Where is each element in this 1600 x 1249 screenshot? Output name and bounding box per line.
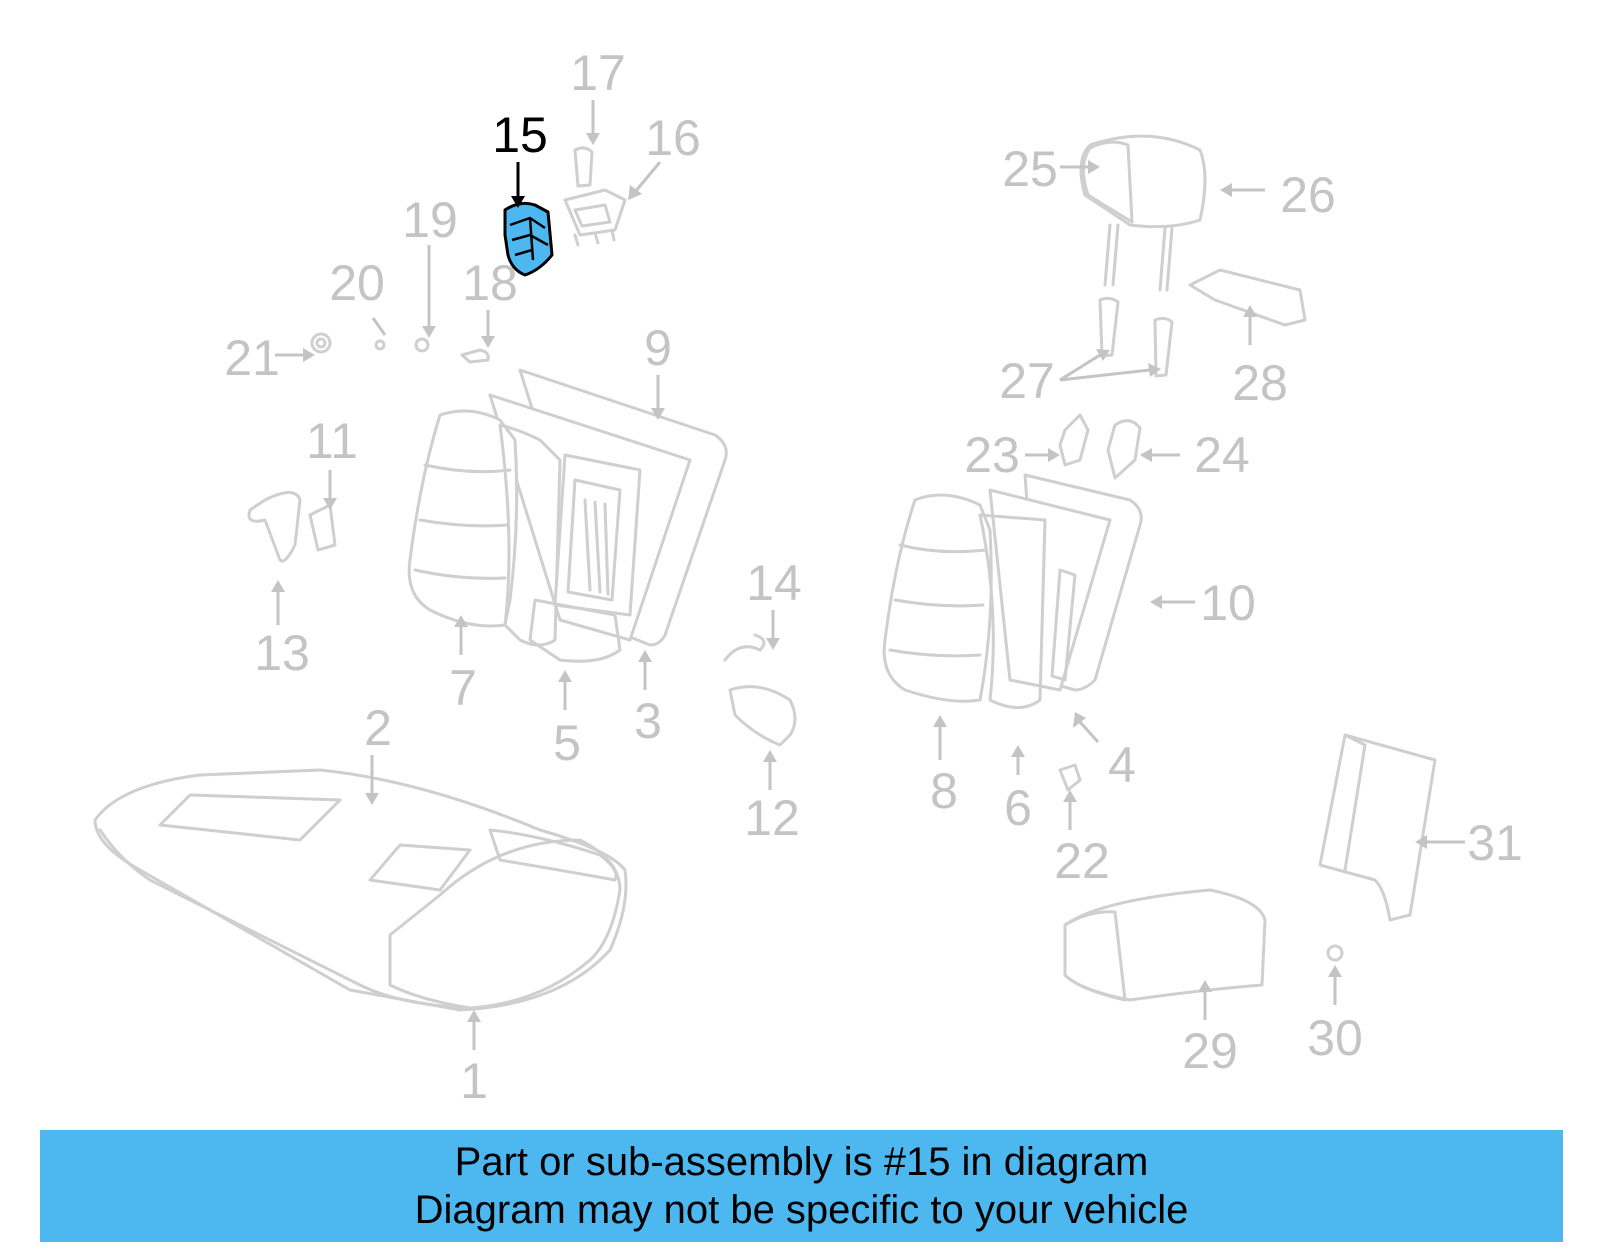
callout-25: 25	[1002, 141, 1058, 197]
callout-14: 14	[746, 555, 802, 611]
callout-7: 7	[449, 660, 477, 716]
callout-13: 13	[254, 625, 310, 681]
callout-29: 29	[1182, 1023, 1238, 1079]
callout-labels: 1 2 3 4 5 6 7 8 9 10 11 12 13 14 15 16 1…	[224, 45, 1523, 1109]
fasteners-18-21-illustration	[310, 332, 490, 364]
callout-12: 12	[744, 790, 800, 846]
bracket-28-illustration	[1188, 268, 1307, 327]
clips-23-24-illustration	[1058, 413, 1142, 480]
callout-1: 1	[460, 1053, 488, 1109]
callout-4: 4	[1108, 737, 1136, 793]
banner-part-note: Part or sub-assembly is #15 in diagram	[454, 1140, 1149, 1184]
parts-diagram: 1 2 3 4 5 6 7 8 9 10 11 12 13 14 15 16 1…	[93, 45, 1523, 1109]
callout-5: 5	[553, 715, 581, 771]
banner-disclaimer: Diagram may not be specific to your vehi…	[414, 1188, 1189, 1232]
callout-18: 18	[462, 255, 518, 311]
seat-cushion-illustration	[93, 768, 628, 1012]
leader-arrows	[271, 100, 1465, 1050]
callout-10: 10	[1200, 575, 1256, 631]
callout-17: 17	[570, 45, 626, 101]
callout-9: 9	[644, 320, 672, 376]
callout-24: 24	[1194, 427, 1250, 483]
part-15-highlighted-illustration	[503, 201, 554, 277]
clip-30-illustration	[1326, 944, 1344, 962]
right-seat-back-illustration	[882, 473, 1143, 709]
callout-2: 2	[364, 700, 392, 756]
headrest-illustration	[1079, 134, 1207, 292]
callout-6: 6	[1004, 780, 1032, 836]
callout-20: 20	[329, 255, 385, 311]
callout-8: 8	[930, 763, 958, 819]
callout-23: 23	[964, 427, 1020, 483]
info-banner: Part or sub-assembly is #15 in diagram D…	[40, 1130, 1563, 1242]
left-seat-back-illustration	[407, 368, 728, 663]
callout-31: 31	[1467, 815, 1523, 871]
callout-27: 27	[999, 353, 1055, 409]
callout-3: 3	[634, 693, 662, 749]
callout-22: 22	[1054, 833, 1110, 889]
callout-30: 30	[1307, 1010, 1363, 1066]
callout-19: 19	[402, 192, 458, 248]
callout-21: 21	[224, 330, 280, 386]
panel-31-illustration	[1318, 733, 1437, 922]
headrest-guides-27-illustration	[1098, 296, 1174, 378]
bracket-11-13-illustration	[247, 491, 337, 563]
screw-22-illustration	[1058, 763, 1082, 792]
callout-28: 28	[1232, 355, 1288, 411]
callout-15: 15	[492, 107, 548, 163]
callout-11: 11	[306, 413, 358, 469]
armrest-29-illustration	[1063, 888, 1267, 1002]
latch-12-14-illustration	[723, 633, 797, 747]
callout-16: 16	[645, 110, 701, 166]
callout-26: 26	[1280, 167, 1336, 223]
guide-16-17-illustration	[563, 146, 627, 247]
